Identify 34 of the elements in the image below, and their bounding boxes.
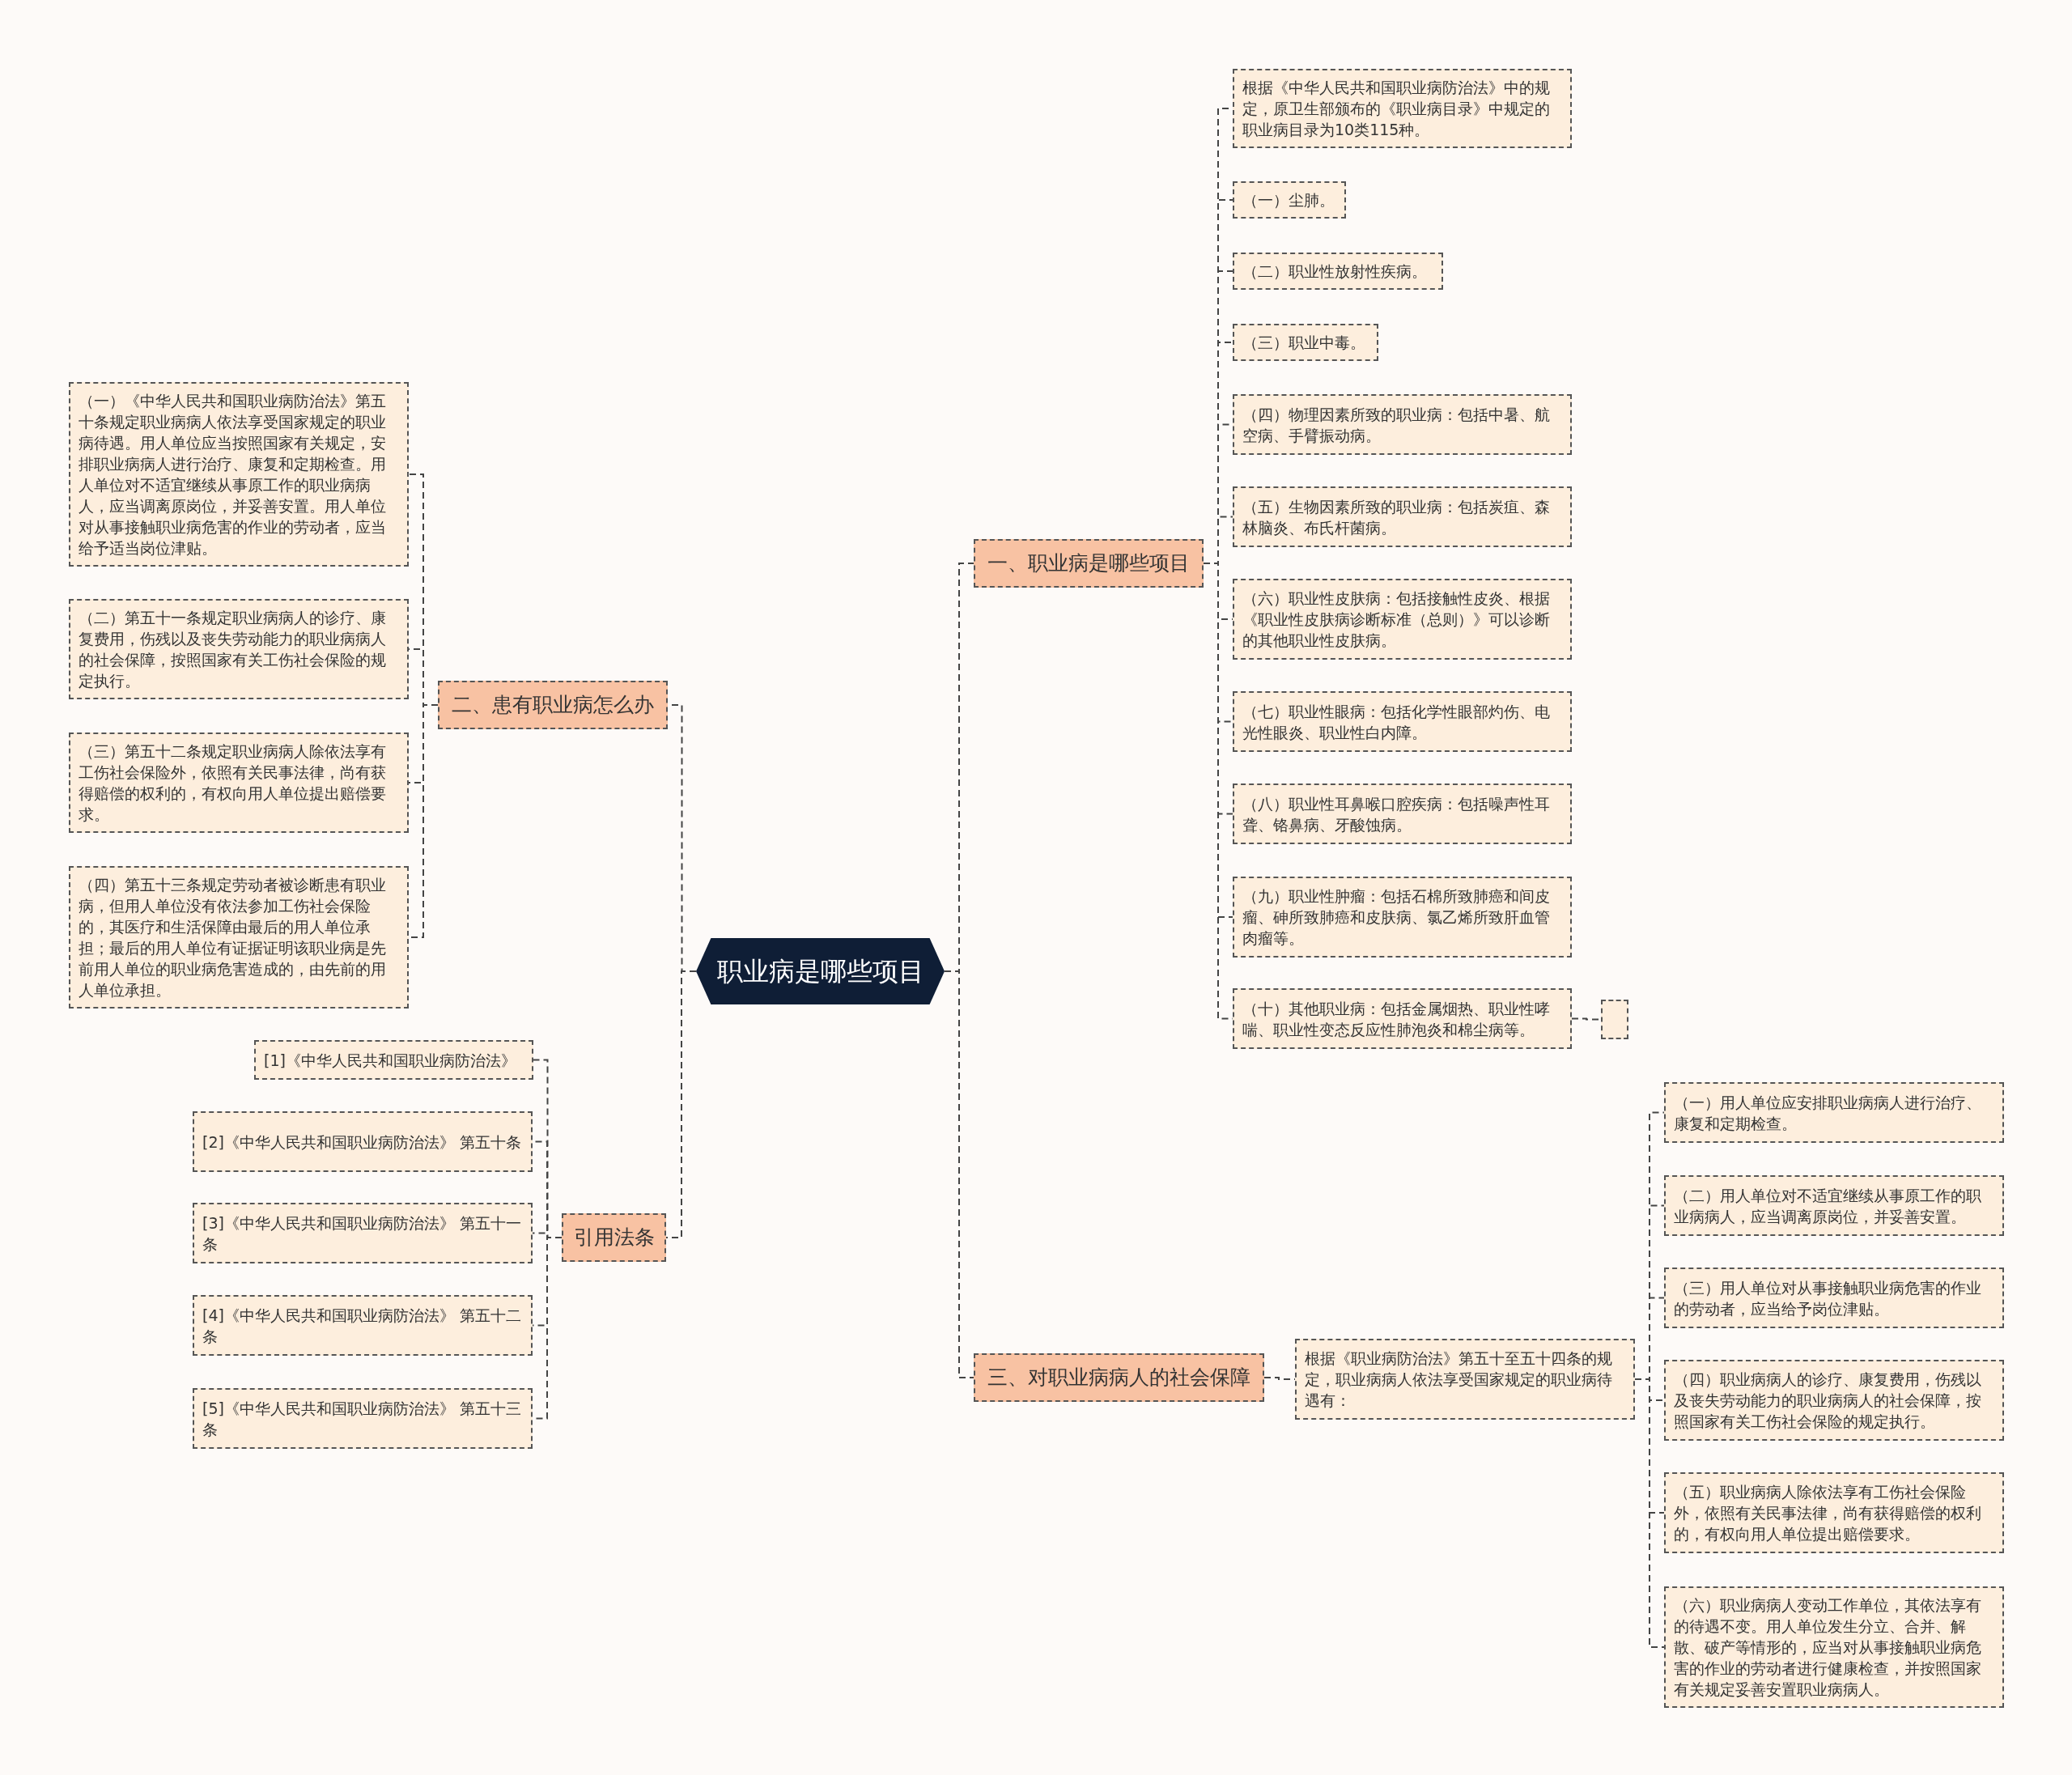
empty-box: [1601, 1000, 1628, 1039]
text-box: （六）职业性皮肤病：包括接触性皮炎、根据《职业性皮肤病诊断标准（总则）》可以诊断的其他职业性皮肤病。: [1233, 579, 1572, 660]
central-topic-hexagon: 职业病是哪些项目: [696, 938, 945, 1004]
branch-topic-box: 一、职业病是哪些项目: [974, 539, 1204, 588]
branch-topic-box: 二、患有职业病怎么办: [438, 681, 668, 729]
text-box: （八）职业性耳鼻喉口腔疾病：包括噪声性耳聋、铬鼻病、牙酸蚀病。: [1233, 783, 1572, 844]
text-box: 根据《职业病防治法》第五十至五十四条的规定，职业病病人依法享受国家规定的职业病待遇有：: [1295, 1339, 1635, 1420]
text-box: （一）用人单位应安排职业病病人进行治疗、康复和定期检查。: [1664, 1082, 2004, 1143]
branch-topic-box: 三、对职业病病人的社会保障: [974, 1353, 1264, 1402]
text-box: （九）职业性肿瘤：包括石棉所致肺癌和间皮瘤、砷所致肺癌和皮肤病、氯乙烯所致肝血管肉瘤等。: [1233, 877, 1572, 958]
text-box: （五）生物因素所致的职业病：包括炭疽、森林脑炎、布氏杆菌病。: [1233, 486, 1572, 547]
text-box: （十）其他职业病：包括金属烟热、职业性哮喘、职业性变态反应性肺泡炎和棉尘病等。: [1233, 988, 1572, 1049]
branch-topic-box: 引用法条: [562, 1213, 666, 1262]
text-box: （四）职业病病人的诊疗、康复费用，伤残以及丧失劳动能力的职业病病人的社会保障，按照国家有关工伤社会保险的规定执行。: [1664, 1360, 2004, 1441]
text-box: [1]《中华人民共和国职业病防治法》: [254, 1040, 533, 1080]
text-box: （三）用人单位对从事接触职业病危害的作业的劳动者，应当给予岗位津贴。: [1664, 1268, 2004, 1328]
text-box: （四）第五十三条规定劳动者被诊断患有职业病，但用人单位没有依法参加工伤社会保险的，其医疗和生活保障由最后的用人单位承担；最后的用人单位有证据证明该职业病是先前用人单位的职业病危害造成的，由先前的用人单位承担。: [69, 866, 409, 1009]
text-box: （二）职业性放射性疾病。: [1233, 253, 1443, 290]
connector-line: [1634, 1378, 1665, 1648]
text-box: （二）第五十一条规定职业病病人的诊疗、康复费用，伤残以及丧失劳动能力的职业病病人的社会保障，按照国家有关工伤社会保险的规定执行。: [69, 599, 409, 699]
text-box: （三）第五十二条规定职业病病人除依法享有工伤社会保险外，依照有关民事法律，尚有获得赔偿的权利的，有权向用人单位提出赔偿要求。: [69, 733, 409, 833]
text-box: [2]《中华人民共和国职业病防治法》 第五十条: [193, 1111, 533, 1172]
text-box: （三）职业中毒。: [1233, 324, 1378, 361]
text-box: （一）《中华人民共和国职业病防治法》第五十条规定职业病病人依法享受国家规定的职业病待遇。用人单位应当按照国家有关规定，安排职业病病人进行治疗、康复和定期检查。用人单位对不适宜继续从事原工作的职业病病人，应当调离原岗位，并妥善安置。用人单位对从事接触职业病危害的作业的劳动者，应当给予适当岗位津贴。: [69, 382, 409, 567]
text-box: （四）物理因素所致的职业病：包括中暑、航空病、手臂振动病。: [1233, 394, 1572, 455]
text-box: [5]《中华人民共和国职业病防治法》 第五十三条: [193, 1388, 533, 1449]
text-box: （六）职业病病人变动工作单位，其依法享有的待遇不变。用人单位发生分立、合并、解散、破产等情形的，应当对从事接触职业病危害的作业的劳动者进行健康检查，并按照国家有关规定妥善安置职业病病人。: [1664, 1586, 2004, 1708]
text-box: [4]《中华人民共和国职业病防治法》 第五十二条: [193, 1295, 533, 1356]
text-box: （二）用人单位对不适宜继续从事原工作的职业病病人，应当调离原岗位，并妥善安置。: [1664, 1175, 2004, 1236]
text-box: （一）尘肺。: [1233, 181, 1346, 219]
text-box: [3]《中华人民共和国职业病防治法》 第五十一条: [193, 1203, 533, 1263]
text-box: （五）职业病病人除依法享有工伤社会保险外，依照有关民事法律，尚有获得赔偿的权利的，有权向用人单位提出赔偿要求。: [1664, 1472, 2004, 1553]
text-box: 根据《中华人民共和国职业病防治法》中的规定，原卫生部颁布的《职业病目录》中规定的职业病目录为10类115种。: [1233, 69, 1572, 148]
text-box: （七）职业性眼病：包括化学性眼部灼伤、电光性眼炎、职业性白内障。: [1233, 691, 1572, 752]
